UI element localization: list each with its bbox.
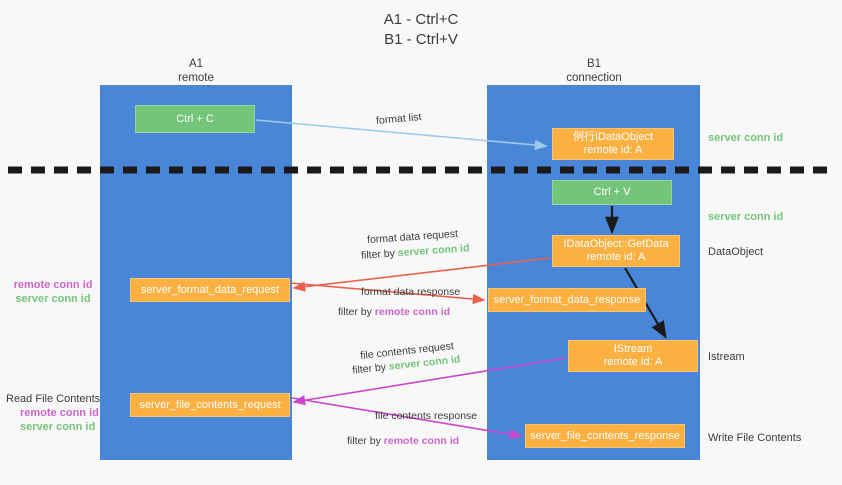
label-file-contents-response-filter-prefix: filter by xyxy=(347,435,384,447)
lane-header-a1-sub: remote xyxy=(178,71,214,84)
label-format-data-response-filter-prefix: filter by xyxy=(338,306,375,318)
label-file-contents-request-filter-prefix: filter by xyxy=(351,360,390,377)
right-label-istream: Istream xyxy=(708,351,745,363)
box-ctrl-c[interactable]: Ctrl + C xyxy=(135,105,255,133)
title-line-2: B1 - Ctrl+V xyxy=(384,31,458,48)
box-idataobject-line1: 例行IDataObject xyxy=(572,131,654,143)
right-label-server-conn-id-mid: server conn id xyxy=(708,211,784,223)
lane-header-a1: A1 remote xyxy=(140,58,252,85)
right-label-write-file-contents: Write File Contents xyxy=(708,432,802,444)
label-format-data-response-filter: filter by remote conn id xyxy=(338,305,450,319)
left-label-remote-conn-id-2: remote conn id xyxy=(20,407,99,419)
box-server-file-contents-request-label: server_file_contents_request xyxy=(139,398,281,411)
left-label-group-conn-ids: remote conn id server conn id xyxy=(8,278,98,306)
box-ctrl-v-label: Ctrl + V xyxy=(593,186,631,198)
right-label-dataobject: DataObject xyxy=(708,246,764,258)
box-server-format-data-request-label: server_format_data_request xyxy=(140,283,280,296)
label-file-contents-response-filter-value: remote conn id xyxy=(383,435,460,447)
box-istream[interactable]: IStream remote id: A xyxy=(568,340,698,372)
label-format-data-response-filter-value: remote conn id xyxy=(374,306,451,318)
box-server-file-contents-request[interactable]: server_file_contents_request xyxy=(130,393,290,417)
box-idataobject[interactable]: 例行IDataObject remote id: A xyxy=(552,128,674,160)
left-label-server-conn-id-2: server conn id xyxy=(20,421,96,433)
label-format-list: format list xyxy=(375,111,422,127)
box-server-format-data-request[interactable]: server_format_data_request xyxy=(130,278,290,302)
lane-header-b1-sub: connection xyxy=(566,71,622,84)
left-label-read-file-contents: Read File Contents xyxy=(6,393,101,405)
box-server-file-contents-response-label: server_file_contents_response xyxy=(530,429,680,442)
box-istream-line1: IStream xyxy=(613,343,653,355)
box-getdata[interactable]: IDataObject::GetData remote id: A xyxy=(552,235,680,267)
box-istream-line2: remote id: A xyxy=(603,356,663,368)
lane-header-a1-name: A1 xyxy=(188,58,204,70)
box-getdata-line1: IDataObject::GetData xyxy=(563,238,669,250)
label-format-data-request-filter-value: server conn id xyxy=(397,242,470,260)
box-server-file-contents-response[interactable]: server_file_contents_response xyxy=(525,424,685,448)
label-format-data-request-filter-prefix: filter by xyxy=(360,247,399,262)
label-file-contents-response-filter: filter by remote conn id xyxy=(347,434,459,448)
box-server-format-data-response[interactable]: server_format_data_response xyxy=(488,288,646,312)
right-label-server-conn-id-top: server conn id xyxy=(708,132,784,144)
box-ctrl-v[interactable]: Ctrl + V xyxy=(552,180,672,205)
box-ctrl-c-label: Ctrl + C xyxy=(176,112,214,125)
title-line-1: A1 - Ctrl+C xyxy=(383,11,459,28)
left-label-server-conn-id-1: server conn id xyxy=(15,293,91,305)
left-label-remote-conn-id-1: remote conn id xyxy=(13,279,93,291)
diagram-title: A1 - Ctrl+C B1 - Ctrl+V xyxy=(0,10,842,50)
label-file-contents-response: file contents response xyxy=(375,410,478,422)
left-label-group-read-file: Read File Contents remote conn id server… xyxy=(6,392,114,434)
label-format-data-response: format data response xyxy=(361,286,461,298)
box-server-format-data-response-label: server_format_data_response xyxy=(493,293,641,306)
box-getdata-line2: remote id: A xyxy=(586,251,646,263)
lane-header-b1: B1 connection xyxy=(537,58,651,85)
lane-header-b1-name: B1 xyxy=(586,58,602,70)
box-idataobject-line2: remote id: A xyxy=(583,144,643,156)
